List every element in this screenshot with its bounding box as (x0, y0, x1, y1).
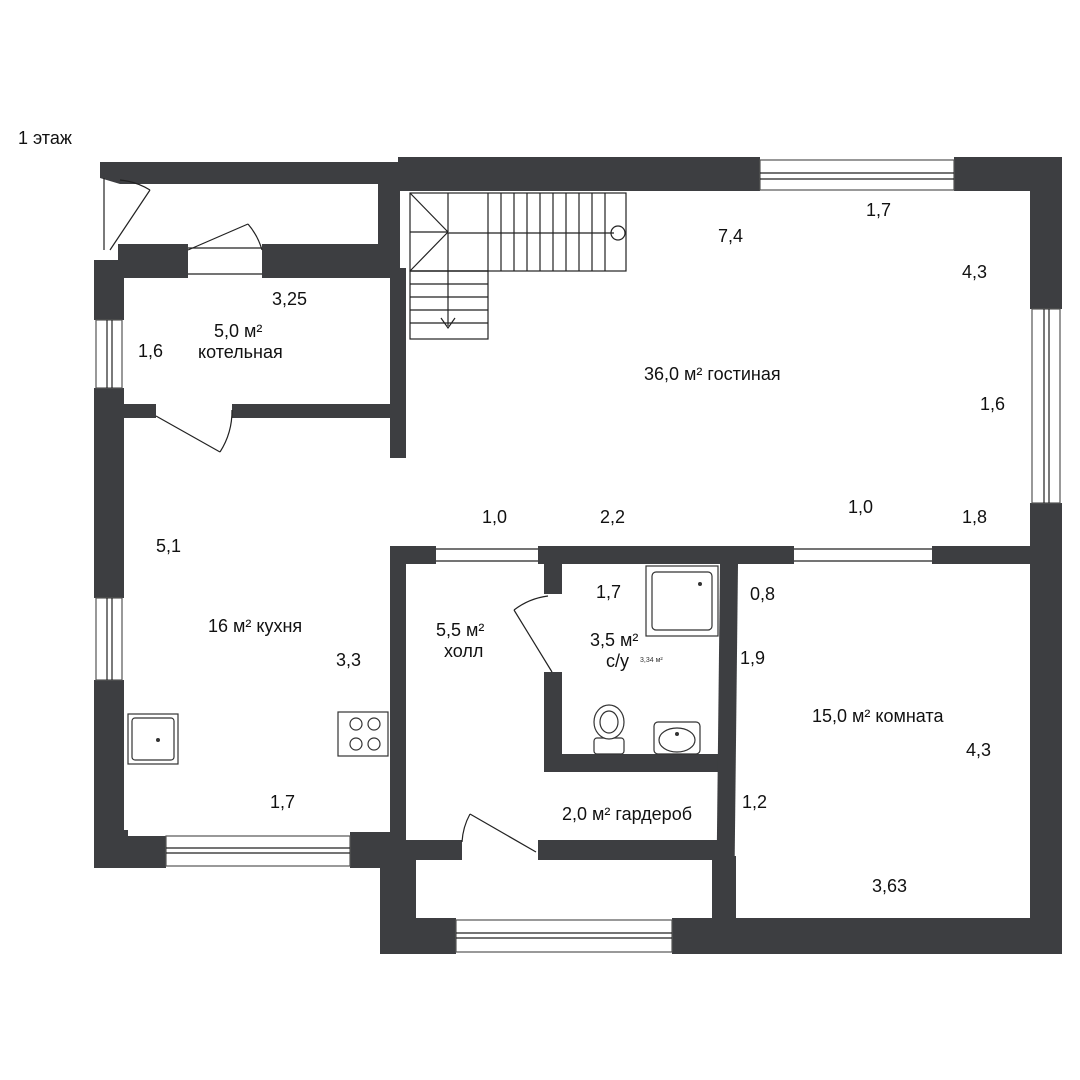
room-bathroom-name: с/у (606, 651, 629, 671)
wall-bottom-right (672, 918, 1062, 954)
room-boiler-area: 5,0 м² (214, 321, 262, 341)
room-boiler-name: котельная (198, 342, 283, 362)
wall-boiler-bottom-left (124, 404, 156, 418)
dim-bath-height: 1,9 (740, 648, 765, 668)
wall-kitchen-hall (390, 546, 406, 836)
dim-opening-left: 1,0 (482, 507, 507, 527)
room-bathroom-area: 3,5 м² (590, 630, 638, 650)
room-bathroom-tiny: 3,34 м² (640, 657, 663, 664)
room-hall-name: холл (444, 641, 483, 661)
window-living-top (759, 159, 955, 191)
wall-left-corner (94, 830, 166, 868)
dim-opening-mid: 2,2 (600, 507, 625, 527)
window-kitchen-left (95, 597, 123, 681)
wall-wardrobe-bottom-right (538, 840, 720, 860)
wall-bath-left-top (544, 546, 562, 594)
wall-bath-bottom (544, 754, 722, 772)
doors (103, 178, 553, 853)
dim-kitchen-height: 5,1 (156, 536, 181, 556)
wall-bottom-left (380, 918, 456, 954)
dim-living-top: 7,4 (718, 226, 743, 246)
wall-hall-top-right (932, 546, 1062, 564)
wall-right-upper (1030, 157, 1062, 309)
wall-porch-right (378, 162, 400, 244)
window-living-right (1031, 308, 1061, 504)
room-wardrobe-label: 2,0 м² гардероб (562, 804, 692, 824)
fixtures (127, 565, 719, 765)
wall-bath-left-bottom (544, 672, 562, 772)
dim-living-bottom-right: 1,8 (962, 507, 987, 527)
room-living-label: 36,0 м² гостиная (644, 364, 781, 384)
wall-left-mid (94, 388, 124, 598)
walls (94, 157, 1062, 954)
windows (95, 159, 1061, 953)
window-front-bottom (455, 919, 673, 953)
stove (337, 711, 389, 757)
wall-porch-top (100, 162, 400, 184)
wall-boiler-top-left (118, 244, 188, 278)
dim-living-right: 4,3 (962, 262, 987, 282)
wall-stub (390, 268, 406, 458)
window-boiler-left (95, 319, 123, 389)
dim-wardrobe-height: 1,2 (742, 792, 767, 812)
dim-bath-gap: 0,8 (750, 584, 775, 604)
door-bathroom (513, 609, 553, 673)
dim-kitchen-bottom: 1,7 (270, 792, 295, 812)
room-hall-area: 5,5 м² (436, 620, 484, 640)
room-kitchen-label: 16 м² кухня (208, 616, 302, 636)
door-wardrobe (469, 813, 537, 853)
dim-kitchen-right: 3,3 (336, 650, 361, 670)
window-kitchen-bottom (165, 835, 351, 867)
wall-hall-top-mid (538, 546, 794, 564)
wall-top-left (398, 157, 760, 191)
dim-bedroom-right: 4,3 (966, 740, 991, 760)
wall-right-lower (1030, 503, 1062, 953)
wall-boiler-top-right (262, 244, 400, 278)
dim-living-window-right: 1,6 (980, 394, 1005, 414)
dim-boiler-width: 3,25 (272, 289, 307, 309)
dim-living-window-top: 1,7 (866, 200, 891, 220)
labels: 1 этаж 5,0 м² котельная 36,0 м² гостиная… (18, 128, 1005, 896)
dim-bedroom-bottom: 3,63 (872, 876, 907, 896)
door-boiler-kitchen (155, 415, 221, 453)
room-bedroom-label: 15,0 м² комната (812, 706, 944, 726)
wall-bath-bedroom (716, 564, 738, 920)
wall-front-room-right (712, 856, 736, 920)
toilet (593, 704, 625, 755)
dim-bath-width: 1,7 (596, 582, 621, 602)
door-boiler-entrance (187, 223, 249, 251)
wall-left-top (94, 260, 124, 320)
washbasin (653, 721, 701, 755)
dim-boiler-height: 1,6 (138, 341, 163, 361)
floor-label: 1 этаж (18, 128, 72, 148)
openings (188, 247, 932, 562)
wall-boiler-bottom-right (232, 404, 390, 418)
staircase (409, 192, 627, 340)
dim-opening-right: 1,0 (848, 497, 873, 517)
